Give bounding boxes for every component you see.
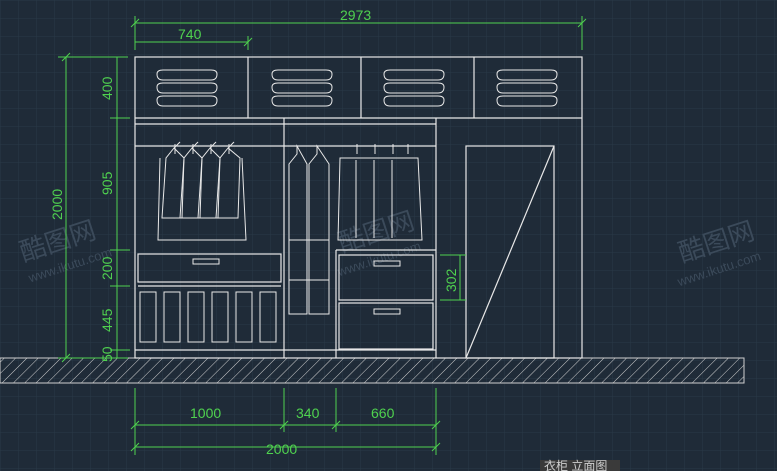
hanging-long-coats xyxy=(288,144,330,315)
dim-cabinet-width: 740 xyxy=(178,26,202,42)
dim-bottom-section: 445 xyxy=(99,308,115,332)
dim-bottom-middle: 340 xyxy=(296,405,320,421)
dim-overall-width: 2973 xyxy=(340,7,371,23)
hanging-jackets-right xyxy=(337,144,423,241)
footer-label: 衣柜 立面图 xyxy=(544,458,607,471)
dim-overall-height: 2000 xyxy=(49,189,65,220)
dim-bottom-right: 660 xyxy=(371,405,395,421)
dim-inner-drawer: 302 xyxy=(443,268,459,292)
dim-top-section: 400 xyxy=(99,76,115,100)
dim-bottom-left: 1000 xyxy=(190,405,221,421)
hanging-jackets-left xyxy=(157,141,247,241)
footer-label-bg xyxy=(540,460,620,471)
dim-plinth: 50 xyxy=(99,346,115,362)
dimension-lines xyxy=(58,16,587,455)
drawer-handles xyxy=(192,258,401,315)
wardrobe-outline xyxy=(134,56,583,359)
dim-drawer-section: 200 xyxy=(99,256,115,280)
folded-clothes-stacks xyxy=(156,69,558,107)
hanging-trousers xyxy=(139,291,277,343)
dim-hanging-section: 905 xyxy=(99,171,115,195)
dim-bottom-total: 2000 xyxy=(266,441,297,457)
